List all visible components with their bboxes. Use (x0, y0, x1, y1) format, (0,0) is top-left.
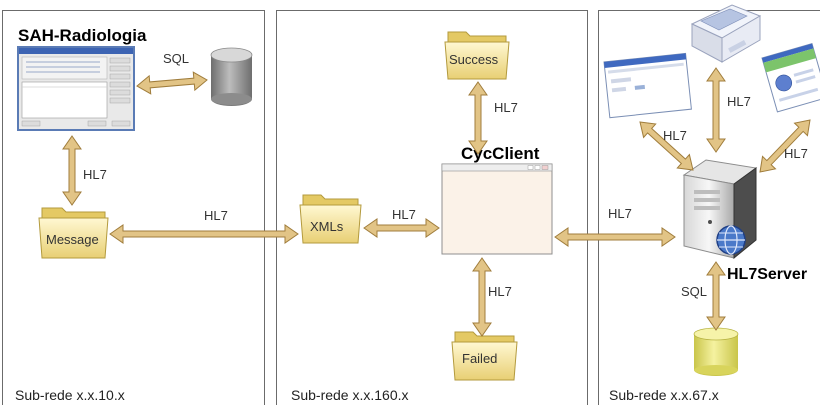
database-gray-icon (210, 47, 253, 106)
panel-subnet-10: Sub-rede x.x.10.x (2, 10, 265, 405)
message-folder-icon (38, 207, 109, 259)
xmls-folder-icon (299, 194, 362, 244)
edge-label-message-xmls: HL7 (204, 208, 228, 223)
panel-subnet-160: Sub-rede x.x.160.x (276, 10, 588, 405)
arrow-server-right-window (759, 119, 811, 173)
subnet-label: Sub-rede x.x.10.x (15, 387, 125, 403)
success-folder-label: Success (449, 52, 499, 67)
sah-title: SAH-Radiologia (18, 26, 147, 45)
edge-label-sah-db: SQL (163, 51, 189, 66)
edge-label-success-cycclient: HL7 (494, 100, 518, 115)
arrow-xmls-cycclient (363, 218, 440, 238)
arrow-server-left-window (639, 121, 694, 171)
arrow-message-xmls (109, 224, 299, 244)
edge-label-server-db: SQL (681, 284, 707, 299)
arrows-layer (62, 67, 811, 337)
database-yellow-icon (693, 327, 739, 376)
edge-label-xmls-cycclient: HL7 (392, 207, 416, 222)
medical-device-icon (690, 4, 762, 63)
edge-label-server-device: HL7 (727, 94, 751, 109)
panel-subnet-67: Sub-rede x.x.67.x (598, 10, 820, 405)
arrow-cycclient-failed (472, 257, 492, 337)
arrow-sah-message (62, 135, 82, 206)
hl7server-label: HL7Server (727, 266, 807, 283)
edge-label-sah-message: HL7 (83, 167, 107, 182)
arrow-server-db (706, 261, 726, 331)
subnet-label: Sub-rede x.x.67.x (609, 387, 719, 403)
failed-folder-icon (451, 331, 518, 381)
globe-icon (716, 225, 746, 255)
edge-label-cycclient-server: HL7 (608, 206, 632, 221)
cycclient-window (441, 163, 553, 255)
success-folder-icon (444, 31, 510, 80)
failed-folder-label: Failed (462, 351, 497, 366)
edge-label-server-left-window: HL7 (663, 128, 687, 143)
arrow-success-cycclient (468, 81, 488, 155)
xmls-folder-label: XMLs (310, 219, 344, 234)
edge-label-cycclient-failed: HL7 (488, 284, 512, 299)
arrow-sah-db (136, 71, 208, 95)
sah-window (17, 46, 135, 131)
message-folder-label: Message (46, 232, 99, 247)
arrow-cycclient-server (554, 227, 676, 247)
subnet-label: Sub-rede x.x.160.x (291, 387, 409, 403)
right-window-screenshot-icon (761, 43, 820, 113)
arrow-server-device (706, 67, 726, 153)
left-window-screenshot-icon (603, 52, 692, 119)
edge-label-server-right-window: HL7 (784, 146, 808, 161)
